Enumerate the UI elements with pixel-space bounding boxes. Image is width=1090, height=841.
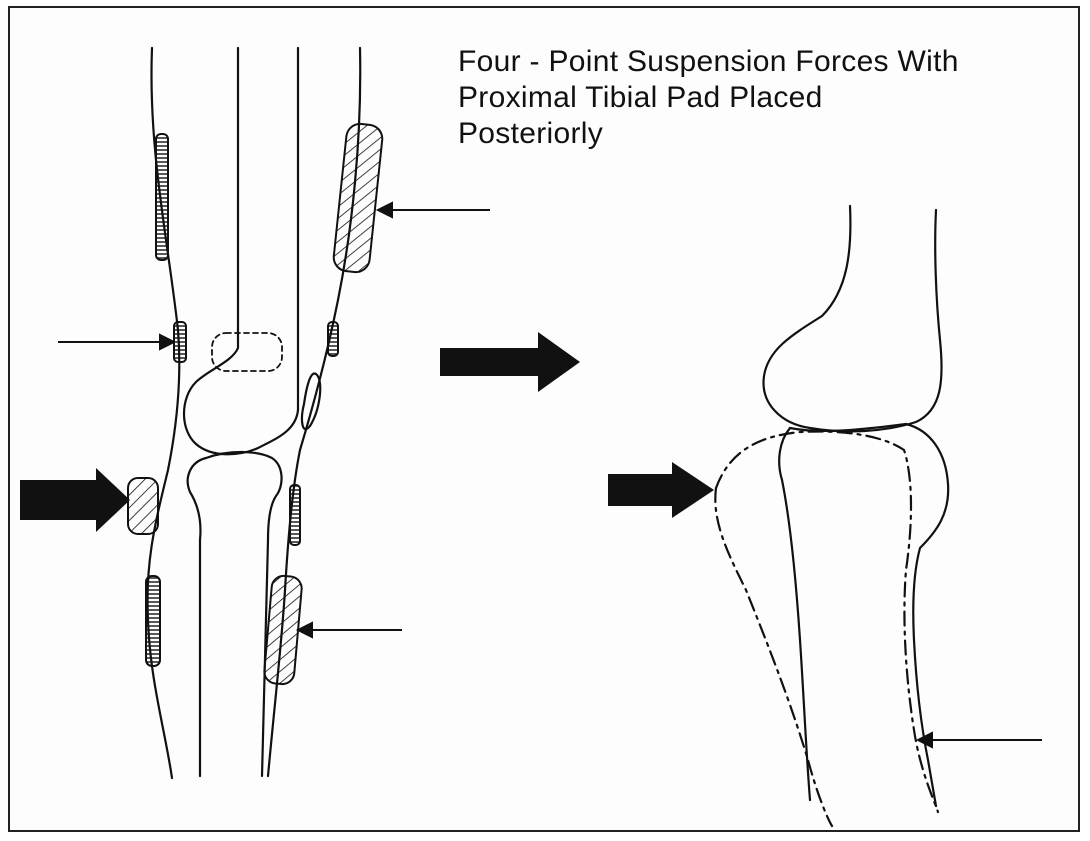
right-tibia-front (779, 428, 810, 800)
right-femur (764, 206, 942, 431)
big-arrow-transition (440, 332, 580, 392)
arrow-thigh-head (378, 203, 392, 217)
right-tibia-dashed-front (715, 488, 832, 826)
arrow-shin-head (298, 623, 312, 637)
pad-knee-anterior (328, 322, 338, 356)
femur-shaft-left (184, 48, 298, 454)
pad-thigh-posterior (156, 134, 168, 260)
pad-thigh-anterior (332, 123, 383, 274)
big-arrow-right-tibia (608, 462, 714, 518)
fibula-oval (302, 373, 320, 429)
right-tibia-dashed (716, 432, 938, 812)
tibia-outline (188, 458, 206, 776)
right-tibia-plateau (790, 424, 948, 806)
pad-shin-anterior (290, 485, 300, 545)
arrow-knee-head (160, 335, 174, 349)
patella-dashed (212, 333, 282, 371)
pad-tibial-proximal (128, 478, 158, 534)
big-arrow-tibial-pad (20, 468, 130, 532)
pad-calf-posterior (146, 576, 160, 666)
